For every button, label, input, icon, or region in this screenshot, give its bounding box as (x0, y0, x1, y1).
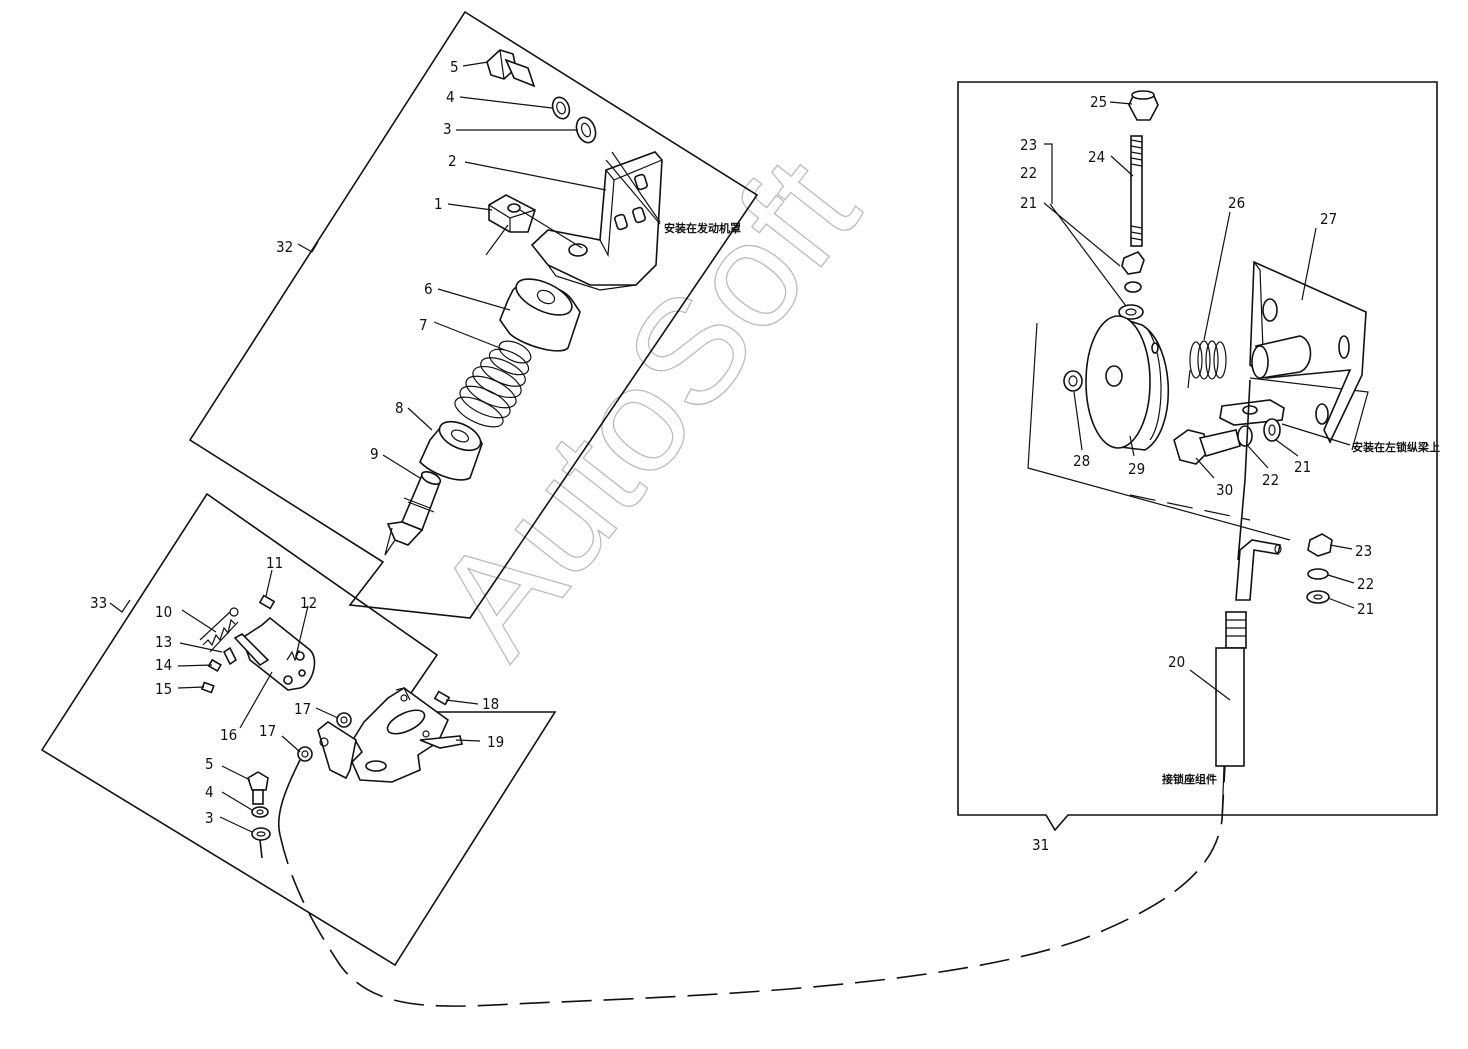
lock-washer-22-upper (1124, 281, 1142, 293)
cable-end-rod (1235, 379, 1282, 601)
nut-17-lower (297, 746, 313, 762)
label-21-mid: 21 (1294, 458, 1311, 476)
note-left-lock-beam: 安装在左锁纵梁上 (1352, 440, 1440, 454)
label-9: 9 (370, 445, 379, 463)
square-nut-1 (488, 194, 536, 233)
leader-lines (177, 61, 1355, 833)
label-23-lower: 23 (1355, 542, 1372, 560)
tension-spring-10 (199, 607, 239, 653)
pin-18 (433, 690, 451, 706)
note-lock-seat-assembly: 接锁座组件 (1162, 772, 1217, 786)
label-22-mid: 22 (1262, 471, 1279, 489)
bolt-5-lower (247, 771, 269, 805)
part-labels: 5 4 3 2 1 32 6 7 8 9 11 33 12 10 13 14 1… (90, 58, 1374, 854)
label-25: 25 (1090, 93, 1107, 111)
label-29: 29 (1128, 460, 1145, 478)
label-23-top: 23 (1020, 136, 1037, 154)
label-26: 26 (1228, 194, 1245, 212)
label-30: 30 (1216, 481, 1233, 499)
washer-28 (1063, 370, 1083, 392)
pin-14 (207, 658, 222, 673)
label-4-lower: 4 (205, 783, 214, 801)
label-28: 28 (1073, 452, 1090, 470)
label-22-top: 22 (1020, 164, 1037, 182)
note-engine-hood: 安装在发动机罩 (664, 221, 741, 235)
label-7: 7 (419, 316, 428, 334)
torsion-spring-26 (1187, 340, 1227, 389)
label-15: 15 (155, 680, 172, 698)
label-19: 19 (487, 733, 504, 751)
cable-route (279, 764, 1226, 1007)
label-21-lower: 21 (1357, 600, 1374, 618)
bolt-30 (1173, 429, 1241, 465)
label-5-lower: 5 (205, 755, 214, 773)
frame-33-tab (109, 599, 131, 613)
nut-17-upper (336, 712, 352, 728)
label-4-upper: 4 (446, 88, 455, 106)
washer-21-upper (1118, 304, 1144, 320)
label-17-lower: 17 (259, 722, 276, 740)
label-10: 10 (155, 603, 172, 621)
label-8: 8 (395, 399, 404, 417)
nut-23-lower (1307, 533, 1333, 557)
rubber-bumper-6 (499, 278, 581, 352)
catch-plate-13 (222, 633, 270, 667)
lock-plate (1219, 399, 1285, 426)
label-5-upper: 5 (450, 58, 459, 76)
label-12: 12 (300, 594, 317, 612)
sub-frame-29 (1027, 322, 1291, 541)
screw-15 (200, 681, 215, 694)
label-2: 2 (448, 152, 457, 170)
cable-end-line (259, 839, 263, 859)
washer-3-lower (251, 827, 271, 841)
bracket-2 (530, 151, 663, 291)
label-14: 14 (155, 656, 172, 674)
bushing-8 (419, 420, 483, 481)
label-33: 33 (90, 594, 107, 612)
label-3-upper: 3 (443, 120, 452, 138)
striker-pin-9 (384, 471, 442, 556)
sub-frame-27 (1249, 377, 1369, 451)
label-18: 18 (482, 695, 499, 713)
lock-lever-12 (241, 616, 316, 691)
frame-32-tab (297, 241, 319, 253)
bolt-5-upper (486, 49, 536, 88)
label-6: 6 (424, 280, 433, 298)
label-22-lower: 22 (1357, 575, 1374, 593)
label-24: 24 (1088, 148, 1105, 166)
mounting-bracket-27 (1249, 260, 1367, 444)
coil-spring-7 (454, 340, 532, 428)
lock-washer-4-lower (251, 806, 269, 818)
label-11: 11 (266, 554, 283, 572)
washer-3-upper (575, 116, 597, 144)
group-frame-31 (957, 81, 1438, 832)
lock-washer-4-upper (551, 96, 571, 120)
cable-sleeve-20 (1215, 611, 1247, 821)
nut-23-upper (1121, 251, 1145, 275)
pin-11 (258, 594, 276, 610)
washer-21-lower (1306, 590, 1330, 604)
label-13: 13 (155, 633, 172, 651)
label-20: 20 (1168, 653, 1185, 671)
lock-washer-22-lower (1307, 568, 1329, 580)
label-32: 32 (276, 238, 293, 256)
washer-21-mid (1263, 418, 1281, 442)
group-frame-32 (188, 10, 759, 619)
label-16: 16 (220, 726, 237, 744)
threaded-rod-24 (1130, 135, 1143, 247)
label-3-lower: 3 (205, 809, 214, 827)
group-frame-33 (40, 492, 557, 967)
cam-wheel-29 (1085, 315, 1170, 451)
label-31: 31 (1032, 836, 1049, 854)
label-1: 1 (434, 195, 443, 213)
lock-washer-22-mid (1237, 425, 1253, 447)
label-21-top: 21 (1020, 194, 1037, 212)
label-17-upper: 17 (294, 700, 311, 718)
lock-base-19 (317, 687, 463, 783)
knob-25 (1128, 90, 1159, 121)
label-27: 27 (1320, 210, 1337, 228)
sub-frame-29-dash (1129, 494, 1251, 521)
cable-segment (277, 759, 301, 836)
